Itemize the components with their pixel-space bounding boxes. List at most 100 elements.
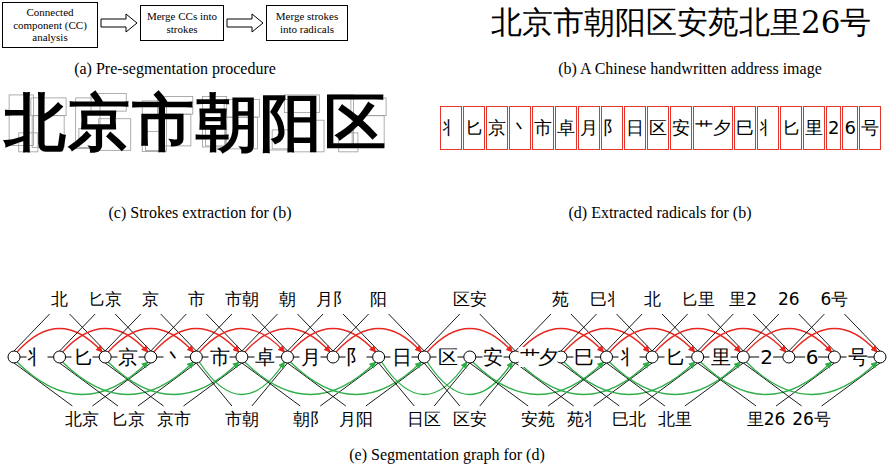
radical-box: 卓 <box>555 106 577 150</box>
radical-label: 艹夕 <box>695 119 731 137</box>
candidate-line <box>196 363 232 406</box>
graph-node <box>281 351 293 363</box>
segment-character: 里 <box>710 347 731 367</box>
candidate-line <box>434 363 470 406</box>
candidate-line <box>242 314 278 351</box>
merge-candidate-top: 朝 <box>279 290 296 310</box>
subfigure-caption: (d) Extracted radicals for (b) <box>568 204 751 222</box>
radical-label: 巳 <box>736 119 754 137</box>
segment-character: 6 <box>805 347 819 367</box>
candidate-line <box>287 314 323 351</box>
merge-candidate-top: 6号 <box>820 290 848 310</box>
radical-label: 市 <box>534 119 552 137</box>
radical-box: 安 <box>670 106 692 150</box>
graph-node <box>783 351 795 363</box>
radical-box: 6 <box>842 106 857 150</box>
radical-box: 丬 <box>440 106 462 150</box>
radical-box: 区 <box>647 106 669 150</box>
handwritten-address: 北京市朝阳区安苑北里26号 <box>491 4 871 41</box>
candidate-line <box>333 314 369 351</box>
candidate-line <box>743 314 779 351</box>
segment-character: 区 <box>437 347 458 367</box>
radical-label: 区 <box>649 119 667 137</box>
candidate-line <box>14 363 72 406</box>
candidate-line <box>561 363 619 406</box>
segment-character: 丶 <box>163 347 184 367</box>
candidate-line <box>184 363 242 406</box>
merge-candidate-bottom: 市朝 <box>225 410 259 430</box>
radical-box: 2 <box>826 106 841 150</box>
candidate-line <box>561 314 597 351</box>
radical-box: 阝 <box>601 106 623 150</box>
candidate-line <box>470 363 528 406</box>
candidate-line <box>822 363 880 406</box>
candidate-line <box>844 314 880 351</box>
merge-candidate-bottom: 月阳 <box>339 410 373 430</box>
candidate-line <box>105 314 141 351</box>
candidate-line <box>252 363 288 406</box>
merge-candidate-top: 月阝 <box>316 290 350 310</box>
radical-label: 卓 <box>557 119 575 137</box>
radical-label: 2 <box>828 119 839 137</box>
graph-node <box>464 351 476 363</box>
merge-candidate-top: 匕里 <box>681 290 715 310</box>
radical-label: 丶 <box>511 119 529 137</box>
merge-candidate-bottom: 巳北 <box>612 410 646 430</box>
radical-label: 丬 <box>759 119 777 137</box>
segment-character: 丬 <box>619 347 640 367</box>
candidate-line <box>480 363 516 406</box>
candidate-line <box>287 363 345 406</box>
process-box: Merge CCs into strokes <box>140 5 224 41</box>
segment-character: 月 <box>300 347 321 367</box>
candidate-line <box>698 363 756 406</box>
graph-node <box>8 351 20 363</box>
candidate-line <box>424 314 460 351</box>
handwritten-strokes: 北京市朝阳区 <box>4 86 388 160</box>
candidate-line <box>698 314 734 351</box>
radical-box: 里 <box>803 106 825 150</box>
candidate-line <box>776 363 834 406</box>
merge-candidate-bottom: 朝阝 <box>293 410 327 430</box>
merge-candidate-top: 北 <box>51 290 68 310</box>
candidate-line <box>652 314 688 351</box>
graph-node <box>737 351 749 363</box>
merge-candidate-bottom: 苑丬 <box>567 410 601 430</box>
merge-candidate-top: 里2 <box>729 290 757 310</box>
candidate-line <box>685 363 743 406</box>
merge-candidate-bottom: 京市 <box>157 410 191 430</box>
segment-character: 市 <box>209 347 230 367</box>
graph-node <box>601 351 613 363</box>
graph-node <box>99 351 111 363</box>
merge-candidate-top: 京 <box>142 290 159 310</box>
graph-node <box>646 351 658 363</box>
radical-box: 市 <box>532 106 554 150</box>
block-arrow <box>101 14 137 32</box>
process-label: Merge strokes into radicals <box>271 10 343 35</box>
radical-label: 日 <box>626 119 644 137</box>
candidate-line <box>607 314 643 351</box>
candidate-line <box>515 314 551 351</box>
candidate-line <box>92 363 150 406</box>
graph-node <box>874 351 886 363</box>
candidate-line <box>515 363 573 406</box>
radical-box: 月 <box>578 106 600 150</box>
subfigure-caption: (e) Segmentation graph for (d) <box>349 446 544 464</box>
merge-candidate-bottom: 北京 <box>65 410 99 430</box>
radical-box: 日 <box>624 106 646 150</box>
process-box: Connected component (CC) analysis <box>2 2 98 48</box>
radical-label: 月 <box>580 119 598 137</box>
radical-label: 安 <box>672 119 690 137</box>
candidate-line <box>789 314 825 351</box>
process-label: Merge CCs into strokes <box>145 10 219 35</box>
radical-box: 巳 <box>734 106 756 150</box>
radical-box: 匕 <box>780 106 802 150</box>
candidate-line <box>424 363 460 406</box>
radical-box: 丶 <box>509 106 531 150</box>
segment-character: 匕 <box>72 347 93 367</box>
radical-box: 号 <box>859 106 881 150</box>
candidate-line <box>743 363 801 406</box>
merge-candidate-top: 市朝 <box>225 290 259 310</box>
merge-candidate-top: 匕京 <box>88 290 122 310</box>
merge-candidate-bottom: 北里 <box>658 410 692 430</box>
merge-candidate-top: 北 <box>644 290 661 310</box>
